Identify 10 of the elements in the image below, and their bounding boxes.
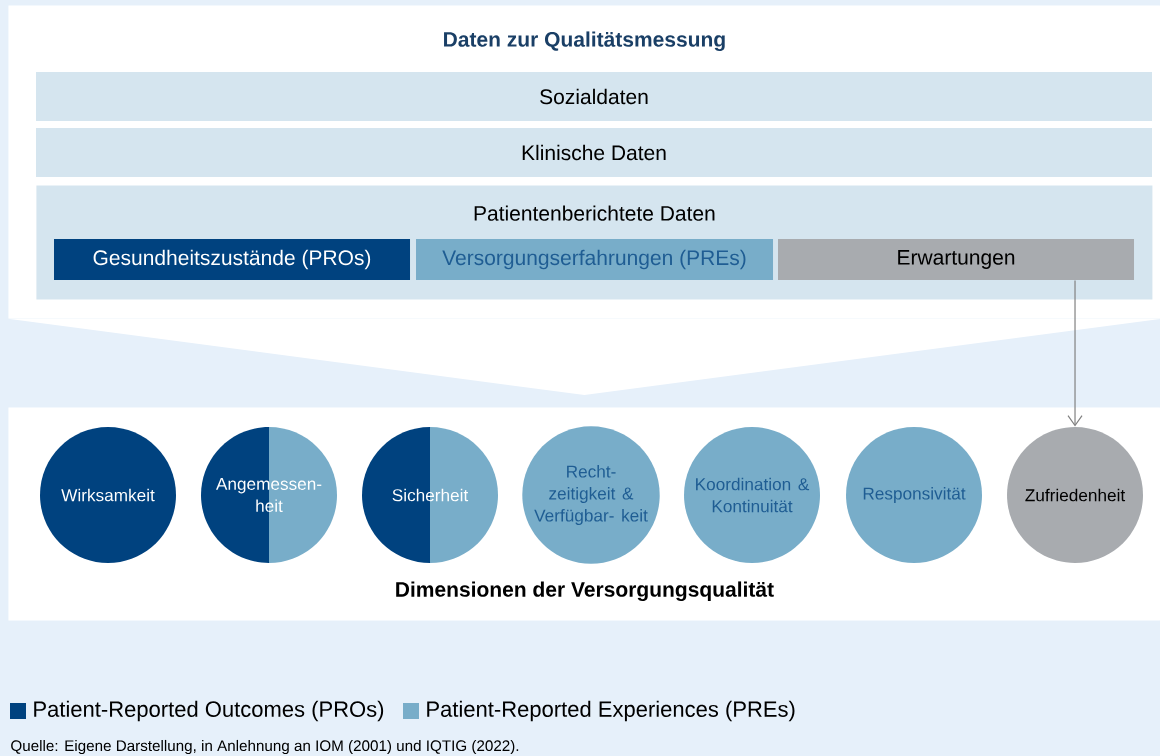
- arrow: [1067, 279, 1083, 427]
- data-band: Sozialdaten: [36, 72, 1152, 121]
- legend-label: Patient-Reported Outcomes (PROs): [34, 700, 384, 722]
- node-label: Daten zur Qualitätsmessung: [444, 31, 725, 52]
- category-box: Gesundheitszustände (PROs): [54, 239, 410, 280]
- legend-label: Patient-Reported Experiences (PREs): [427, 700, 795, 722]
- category-box: Versorgungserfahrungen (PREs): [416, 239, 773, 280]
- data-band: Klinische Daten: [36, 128, 1152, 177]
- source-note: Quelle: Eigene Darstellung, in Anlehnung an IOM (2001) und IQTIG (2022).: [11, 739, 519, 755]
- category-box: Erwartungen: [778, 239, 1134, 280]
